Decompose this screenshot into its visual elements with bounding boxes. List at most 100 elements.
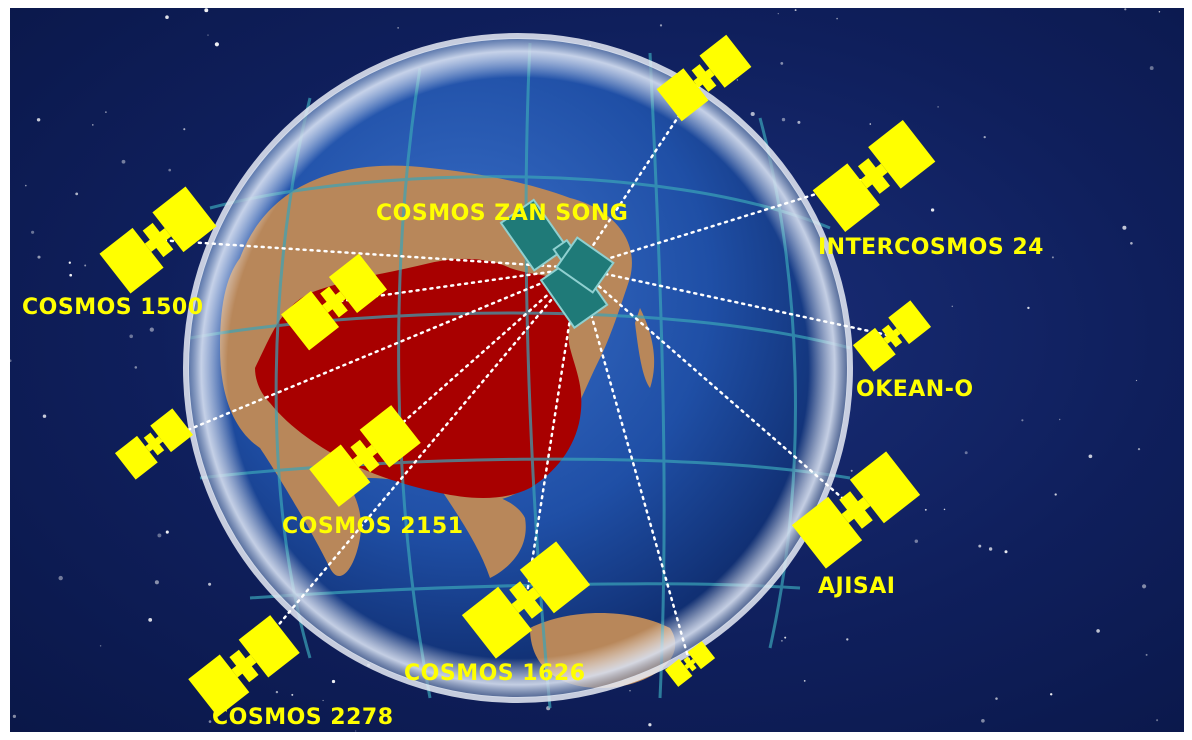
star <box>68 261 71 264</box>
star <box>25 184 27 187</box>
star <box>983 135 986 139</box>
satellite-icon <box>188 615 300 717</box>
star <box>1142 584 1147 589</box>
star <box>1158 10 1161 13</box>
star <box>964 451 968 455</box>
star <box>648 723 652 727</box>
star <box>850 469 853 472</box>
satellite-label-cosmos-1500: COSMOS 1500 <box>22 295 204 320</box>
star <box>924 508 927 511</box>
star <box>937 106 939 108</box>
star <box>803 680 806 682</box>
star <box>165 15 169 19</box>
star <box>99 645 102 647</box>
teal-satellite-icon <box>499 198 569 272</box>
link-unlabeled-left <box>152 266 580 446</box>
star <box>64 304 68 309</box>
star <box>1096 629 1100 633</box>
link-unlabeled-bottom <box>576 266 692 666</box>
star <box>148 618 153 622</box>
star <box>943 508 946 511</box>
star <box>168 168 172 172</box>
star <box>794 9 797 12</box>
star <box>978 544 982 548</box>
star <box>1130 242 1133 245</box>
satellite-intercosmos-24 <box>812 119 936 233</box>
star <box>291 693 294 696</box>
star <box>208 720 212 723</box>
star <box>331 679 336 684</box>
satellite-label-cosmos-2151: COSMOS 2151 <box>282 514 464 539</box>
star <box>58 575 63 581</box>
star <box>1058 418 1061 421</box>
star <box>1021 419 1024 422</box>
star <box>105 111 107 113</box>
star <box>1135 379 1138 382</box>
satellite-okean-o <box>852 300 932 372</box>
star <box>207 34 209 36</box>
star <box>1137 447 1141 451</box>
link-okean-o <box>576 266 894 338</box>
star <box>37 255 41 259</box>
star <box>659 24 663 27</box>
star <box>121 159 126 164</box>
star <box>149 327 154 332</box>
star <box>69 273 73 277</box>
satellite-icon <box>812 119 936 233</box>
star <box>1145 653 1148 656</box>
satellite-label-cosmos-2278: COSMOS 2278 <box>212 705 394 730</box>
star <box>154 580 159 585</box>
star <box>397 27 399 29</box>
star <box>781 117 786 122</box>
star <box>322 699 324 702</box>
star <box>10 359 12 363</box>
star <box>165 530 169 534</box>
star <box>1051 256 1054 259</box>
star <box>204 8 209 13</box>
star <box>214 42 219 47</box>
star <box>780 62 784 65</box>
star <box>988 547 993 551</box>
star <box>1004 550 1008 554</box>
star <box>275 690 279 694</box>
satellite-label-ajisai: AJISAI <box>818 574 895 599</box>
star <box>797 120 801 124</box>
earth-globe <box>183 33 853 709</box>
satellite-cosmos-2278 <box>188 615 300 717</box>
star <box>92 124 94 126</box>
satellite-unlabeled-left <box>114 408 194 480</box>
star <box>995 697 998 700</box>
star <box>736 79 739 81</box>
hub-satellite-second <box>555 236 615 294</box>
star <box>129 334 134 339</box>
star <box>629 690 631 692</box>
link-cosmos-1626 <box>524 266 580 602</box>
star <box>784 636 787 639</box>
star <box>84 264 87 267</box>
star <box>836 17 838 20</box>
star <box>1149 66 1154 71</box>
satellite-label-intercosmos-24: INTERCOSMOS 24 <box>818 235 1044 260</box>
satellite-icon <box>852 300 932 372</box>
star <box>42 414 47 418</box>
star <box>36 118 41 122</box>
star <box>1088 454 1093 459</box>
star <box>750 111 755 117</box>
star <box>208 582 212 586</box>
star <box>914 539 919 543</box>
star <box>355 730 357 732</box>
star <box>1027 306 1030 310</box>
hub-label: COSMOS ZAN SONG <box>376 201 628 226</box>
star <box>1156 719 1159 722</box>
star <box>951 305 954 308</box>
link-ajisai <box>576 266 858 512</box>
star <box>183 128 186 131</box>
star <box>780 639 783 642</box>
star <box>846 638 849 641</box>
star <box>157 533 162 538</box>
satellite-label-cosmos-1626: COSMOS 1626 <box>404 661 586 686</box>
space-background: COSMOS ZAN SONG COSMOS 1500 INTERCOSMOS … <box>10 8 1184 732</box>
star <box>134 366 138 369</box>
star <box>777 12 779 15</box>
star <box>1124 8 1127 11</box>
